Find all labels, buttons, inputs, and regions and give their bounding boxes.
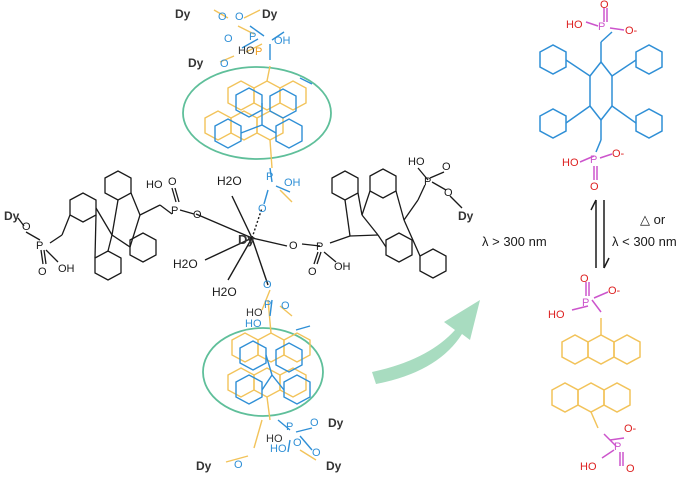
label-o: O [38,266,47,278]
water-label-bottom: H2O [212,285,237,299]
label-p: P [598,21,605,33]
top-dimer-ligand: Dy Dy Dy O O P O HO P OH O P OH O [175,7,332,215]
label-ho: HO [246,307,263,319]
label-p: P [249,31,256,43]
label-o: O [442,161,451,173]
curved-green-arrow [372,300,480,384]
label-ho: HO [580,461,597,473]
dy-label-bottom-right: Dy [326,459,342,473]
dy-label-left: Dy [4,209,20,223]
label-p: P [286,421,293,433]
label-ho: HO [270,443,287,455]
label-o: O [220,58,229,70]
dy-label-top-left: Dy [175,7,191,21]
bottom-dimer-ellipse [202,327,324,417]
label-o: O [218,11,227,23]
label-p: P [316,241,323,253]
label-o: O [600,0,609,11]
bottom-dimer-ligand: O P HO HO O P O HO HO O O O Dy Dy Dy [196,279,344,473]
right-black-ligand-labels: O P O OH P HO O O Dy [289,156,474,278]
blue-photodimer: HO O P O- HO P O- O [539,0,663,193]
label-o: O [293,437,302,449]
label-o-minus: O- [624,423,637,435]
dy-label-top-mid: Dy [188,56,204,70]
label-o: O [626,463,635,475]
label-oh: OH [284,177,301,189]
label-o: O [263,279,272,291]
label-p: P [614,441,621,453]
label-ho: HO [562,157,579,169]
label-o-minus: O- [625,25,638,37]
reverse-condition-label: λ < 300 nm [612,234,677,249]
label-p: P [590,154,597,166]
label-p: P [424,176,431,188]
label-p: P [266,171,273,183]
label-o: O [168,176,177,188]
label-o-minus: O- [612,148,625,160]
label-oh: OH [274,35,291,47]
label-p: P [171,205,178,217]
label-o: O [312,447,321,459]
water-label-top: H2O [217,174,242,188]
dy-label-top-right: Dy [262,7,278,21]
dy-label-bottom-right-top: Dy [328,416,344,430]
label-o: O [281,300,290,312]
label-p: P [36,240,43,252]
forward-condition-label: λ > 300 nm [482,234,547,249]
label-o-minus: O- [608,285,621,297]
label-ho: HO [566,19,583,31]
label-o: O [22,221,31,233]
label-o: O [590,181,599,193]
dy-center-label: Dy [238,232,255,247]
label-o: O [580,273,589,285]
label-o: O [308,266,317,278]
label-p: P [264,299,271,311]
dy-label-bottom-left: Dy [196,459,212,473]
label-oh: OH [334,261,351,273]
label-ho: HO [266,433,283,445]
central-dy-complex: Dy H2O H2O H2O [173,174,288,299]
left-black-ligand-labels: HO O P O P O OH O Dy [4,176,202,278]
label-o: O [258,203,267,215]
equilibrium-arrows [590,199,610,269]
label-ho: HO [146,179,163,191]
label-oh: OH [58,263,75,275]
label-ho: HO [238,45,255,57]
water-label-left: H2O [173,257,198,271]
top-dimer-ellipse [182,66,332,160]
label-ho: HO [408,156,425,168]
label-o: O [310,417,319,429]
reverse-heat-label: △ or [640,212,666,227]
label-p: P [582,297,589,309]
dy-label-right: Dy [458,209,474,223]
label-ho: HO [548,309,565,321]
left-black-ligand [17,170,195,281]
dy-coordination-bonds [195,195,288,286]
right-black-ligand [301,167,463,279]
label-o: O [235,11,244,23]
yellow-anthracene-pair: HO P O O- O- P O HO [548,273,641,475]
label-p: P [255,46,262,58]
label-o: O [234,459,243,471]
label-ho: HO [245,318,262,330]
label-o: O [224,33,233,45]
label-o: O [193,209,202,221]
label-o: O [289,240,298,252]
label-o: O [444,187,453,199]
